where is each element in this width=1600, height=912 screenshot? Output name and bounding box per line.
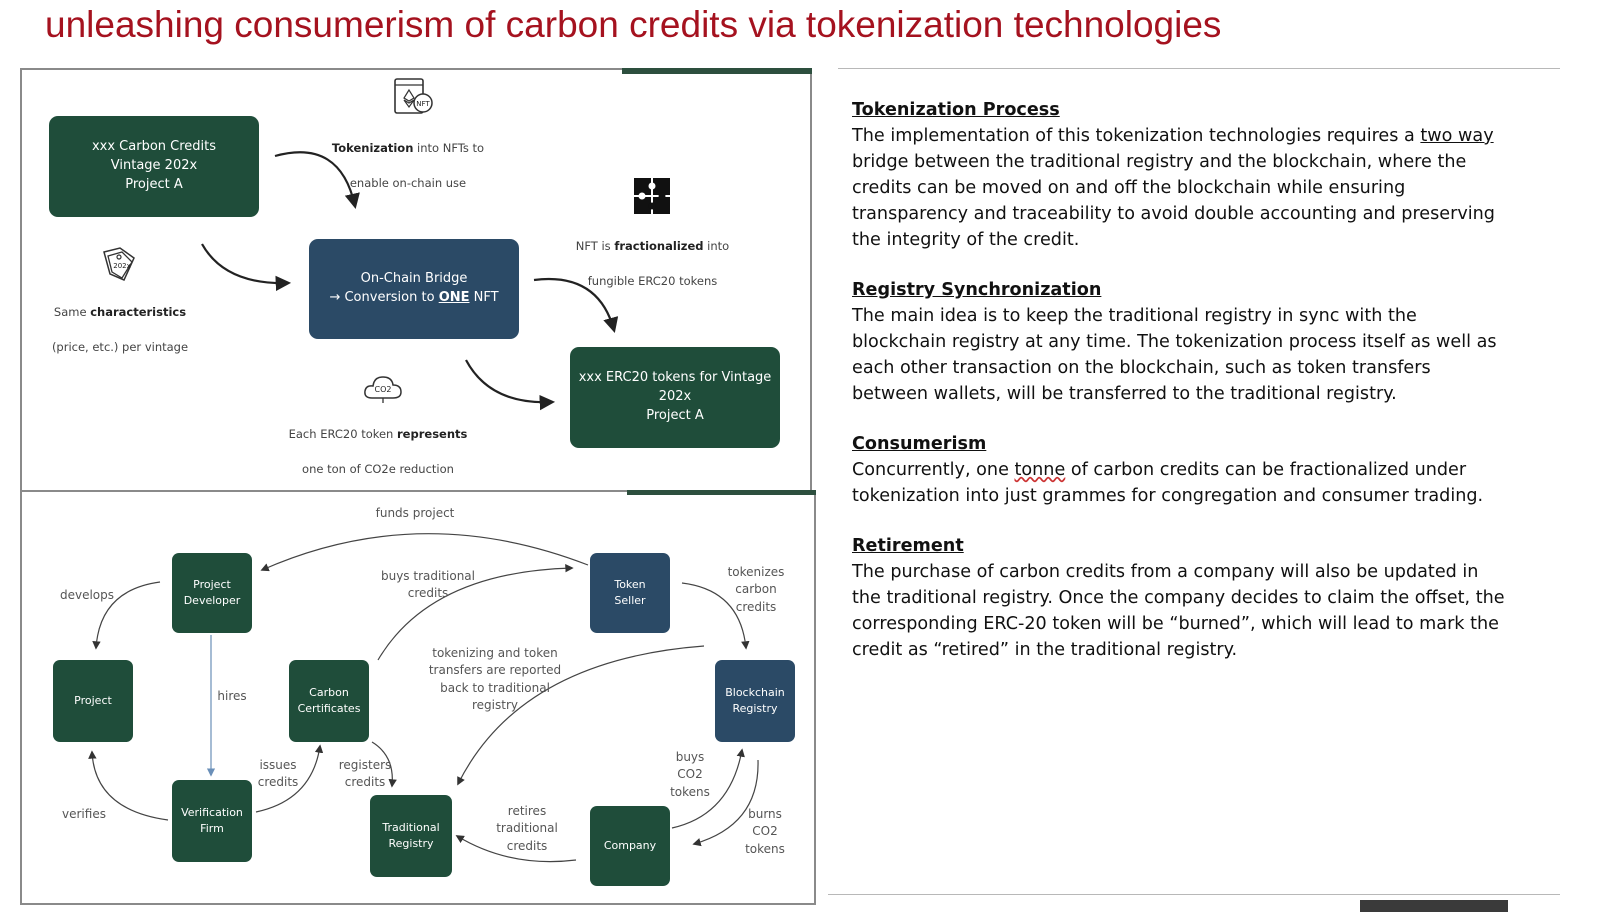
- section-heading: Retirement: [852, 536, 964, 556]
- bridge-title: On-Chain Bridge: [360, 271, 468, 287]
- tokenization-caption: Tokenization into NFTs to enable on-chai…: [318, 122, 498, 193]
- edge-develops: [92, 581, 161, 650]
- section-retirement: Retirement The purchase of carbon credit…: [852, 533, 1512, 663]
- bridge-subtitle: → Conversion to ONE NFT: [329, 289, 498, 308]
- edge-registers-credits: [371, 741, 397, 788]
- section-text: The implementation of this tokenization …: [852, 126, 1421, 146]
- cloud-icon-label: CO2: [375, 385, 392, 394]
- token-seller-node: Token Seller: [590, 553, 670, 633]
- tag-icon-label: 202x: [113, 262, 131, 270]
- label-hires: hires: [217, 689, 247, 703]
- tokenization-caption-bold: Tokenization: [331, 140, 414, 155]
- label-tokenizing-reported: tokenizing and token transfers are repor…: [428, 646, 562, 713]
- label-burns-co2: burns CO2 tokens: [745, 807, 785, 856]
- label-buys-traditional: buys traditional credits: [380, 569, 475, 601]
- characteristics-caption: Same characteristics (price, etc.) per v…: [40, 286, 200, 357]
- edge-funds-project: [260, 533, 589, 572]
- explanation-panel: Tokenization Process The implementation …: [852, 97, 1512, 687]
- slide-title: unleashing consumerism of carbon credits…: [45, 4, 1222, 45]
- carbon-certificates-node: Carbon Certificates: [289, 660, 369, 742]
- tokenization-arrows: [201, 151, 619, 411]
- project-node: Project: [53, 660, 133, 742]
- ecosystem-diagram-frame: [20, 490, 816, 905]
- section-registry-synchronization: Registry Synchronization The main idea i…: [852, 277, 1512, 407]
- section-text: The main idea is to keep the traditional…: [852, 306, 1497, 404]
- arrow-to-erc20-bottom: [465, 359, 556, 411]
- label-tokenizes: tokenizes carbon credits: [727, 565, 785, 614]
- same-caption-bold: characteristics: [90, 304, 187, 319]
- section-heading: Tokenization Process: [852, 100, 1060, 120]
- blockchain-registry-node: Blockchain Registry: [715, 660, 795, 742]
- nft-caption-prefix: NFT is: [575, 238, 615, 253]
- edge-tokenizes: [681, 582, 750, 650]
- co2-cloud-icon: CO2: [364, 376, 402, 403]
- section-heading: Consumerism: [852, 434, 987, 454]
- price-tags-icon: 202x: [103, 247, 135, 281]
- section-consumerism: Consumerism Concurrently, one tonne of c…: [852, 431, 1512, 509]
- nft-caption-suffix: into: [703, 238, 730, 253]
- verification-firm-node: Verification Firm: [172, 780, 252, 862]
- section-body: Concurrently, one tonne of carbon credit…: [852, 457, 1512, 509]
- traditional-registry-node: Traditional Registry: [370, 795, 452, 877]
- carbon-credits-node: xxx Carbon Credits Vintage 202x Project …: [49, 116, 259, 217]
- each-caption-prefix: Each ERC20 token: [288, 426, 398, 441]
- project-developer-node: Project Developer: [172, 553, 252, 633]
- same-caption-prefix: Same: [53, 304, 91, 319]
- section-body: The implementation of this tokenization …: [852, 123, 1512, 253]
- fractionalized-caption: NFT is fractionalized into fungible ERC2…: [560, 220, 745, 291]
- section-text: The purchase of carbon credits from a co…: [852, 562, 1505, 660]
- label-buys-co2: buys CO2 tokens: [670, 750, 710, 799]
- section-heading: Registry Synchronization: [852, 280, 1102, 300]
- represents-caption: Each ERC20 token represents one ton of C…: [278, 408, 478, 479]
- tokenization-caption-line2: enable on-chain use: [349, 176, 467, 191]
- on-chain-bridge-node: On-Chain Bridge → Conversion to ONE NFT: [309, 239, 519, 339]
- label-registers-credits: registers credits: [338, 758, 392, 790]
- edge-buys-traditional: [377, 563, 574, 661]
- label-funds-project: funds project: [375, 506, 455, 520]
- edge-buys-co2: [671, 748, 745, 829]
- nft-document-icon: NFT: [394, 78, 433, 114]
- erc20-tokens-node: xxx ERC20 tokens for Vintage 202x Projec…: [570, 347, 780, 448]
- edge-tokenizing-reported: [457, 645, 705, 786]
- same-caption-line2: (price, etc.) per vintage: [51, 340, 189, 355]
- each-caption-bold: represents: [397, 426, 468, 441]
- section-text: Concurrently, one: [852, 460, 1015, 480]
- bridge-prefix: → Conversion to: [329, 290, 439, 305]
- edge-burns-co2: [692, 759, 759, 847]
- footer-tab: [1360, 900, 1508, 912]
- arrow-to-bridge-top: [274, 151, 360, 210]
- label-issues-credits: issues credits: [257, 758, 299, 790]
- section-tokenization-process: Tokenization Process The implementation …: [852, 97, 1512, 253]
- footer-divider: [828, 894, 1560, 895]
- section-body: The main idea is to keep the traditional…: [852, 303, 1512, 407]
- label-retires: retires traditional credits: [496, 804, 558, 853]
- label-develops: develops: [59, 588, 115, 602]
- title-divider: [838, 68, 1560, 69]
- frame-accent-top: [622, 68, 812, 74]
- nft-caption-line2: fungible ERC20 tokens: [587, 274, 718, 289]
- edge-issues-credits: [255, 744, 324, 813]
- frame-accent-bottom: [627, 490, 816, 495]
- arrow-to-erc20-top: [533, 277, 619, 333]
- ecosystem-arrows: [88, 533, 759, 863]
- nft-icon-label: NFT: [416, 100, 430, 108]
- each-caption-line2: one ton of CO2e reduction: [302, 462, 454, 477]
- tokenization-caption-rest: into NFTs to: [413, 140, 485, 155]
- arrow-to-bridge-left: [201, 243, 292, 292]
- bridge-one: ONE: [438, 290, 470, 305]
- bridge-suffix: NFT: [469, 290, 499, 305]
- edge-retires: [455, 835, 577, 863]
- section-underlined-text: two way: [1420, 126, 1494, 146]
- puzzle-icon: [634, 178, 670, 214]
- section-body: The purchase of carbon credits from a co…: [852, 559, 1512, 663]
- section-text-continued: bridge between the traditional registry …: [852, 152, 1495, 250]
- section-text-continued: of carbon credits can be fractionalized …: [852, 460, 1484, 506]
- company-node: Company: [590, 806, 670, 886]
- nft-caption-bold: fractionalized: [614, 238, 704, 253]
- label-verifies: verifies: [62, 807, 106, 821]
- section-underlined-text: tonne: [1014, 460, 1066, 480]
- edge-verifies: [88, 750, 169, 821]
